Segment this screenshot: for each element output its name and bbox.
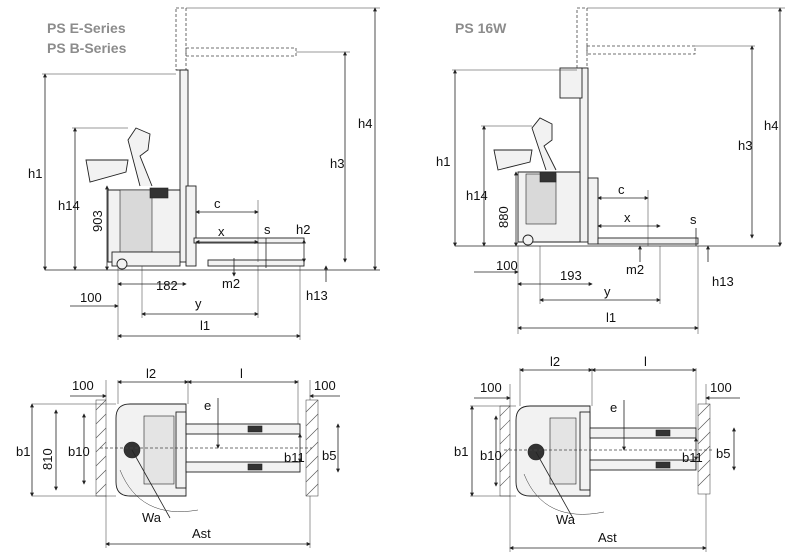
dim-e: e	[204, 398, 211, 413]
dim-l2: l2	[146, 366, 156, 381]
dim-h4-right: h4	[764, 118, 778, 133]
drive-wheel	[116, 258, 128, 270]
forks-raised-right	[586, 45, 696, 55]
dim-100-top-left-b: 100	[314, 378, 336, 393]
tiller-head	[85, 159, 129, 183]
title-ps16w: PS 16W	[455, 20, 507, 36]
dim-b5-right: b5	[716, 446, 730, 461]
dim-h13: h13	[306, 288, 328, 303]
dim-h4: h4	[358, 116, 372, 131]
mast-head-right	[559, 67, 583, 99]
dim-h14-right: h14	[466, 188, 488, 203]
dim-m2-right: m2	[626, 262, 644, 277]
dim-s: s	[264, 222, 271, 237]
tiller-arm	[127, 127, 153, 187]
dim-810: 810	[40, 448, 55, 470]
dim-903: 903	[90, 210, 105, 232]
dim-100-side: 100	[80, 290, 102, 305]
dim-h2: h2	[296, 222, 310, 237]
base-legs	[207, 259, 305, 267]
tiller-arm-right	[531, 117, 557, 171]
dim-ast: Ast	[192, 526, 211, 541]
dim-e-right: e	[610, 400, 617, 415]
dim-880: 880	[496, 206, 511, 228]
dim-b1: b1	[16, 444, 30, 459]
dim-y: y	[195, 296, 202, 311]
dim-wa-right: Wa	[556, 512, 576, 527]
mast-extended-right	[576, 7, 588, 69]
dim-h13-right: h13	[712, 274, 734, 289]
dim-ast-right: Ast	[598, 530, 617, 545]
dim-b10: b10	[68, 444, 90, 459]
fork-top-upper-right	[589, 427, 697, 439]
dim-100-side-right: 100	[496, 258, 518, 273]
carriage-right	[587, 177, 599, 245]
mast-extended	[175, 7, 187, 71]
dim-100-top-right-b: 100	[710, 380, 732, 395]
fork-top-upper	[185, 423, 301, 435]
dim-x: x	[218, 224, 225, 239]
fork-top-lower	[185, 461, 301, 473]
tiller-head-right	[493, 149, 533, 171]
dim-h1: h1	[28, 166, 42, 181]
mast-right	[579, 67, 589, 243]
dim-b11-right: b11	[682, 450, 703, 465]
dim-100-top-left-a: 100	[72, 378, 94, 393]
fork-carriage	[185, 185, 197, 267]
title-e-series: PS E-Series	[47, 20, 126, 36]
side-view-left: h1 h14 903 h3 h4 c x s h2 m2 h13	[28, 7, 380, 340]
dim-h3: h3	[330, 156, 344, 171]
dim-h14: h14	[58, 198, 80, 213]
dim-182: 182	[156, 278, 178, 293]
dim-x-right: x	[624, 210, 631, 225]
top-view-right: Wa 100 l2 l 100 e b1 b10 b11 b5 Ast	[454, 354, 740, 552]
dim-b11: b11	[284, 450, 305, 465]
drive-wheel-right	[522, 234, 534, 246]
dim-l: l	[240, 366, 243, 381]
side-view-right: h1 h14 880 h3 h4 c x s m2 h13 100	[436, 7, 785, 334]
dim-l-right: l	[644, 354, 647, 369]
dim-c: c	[214, 196, 221, 211]
dim-l2-right: l2	[550, 354, 560, 369]
dim-h3-right: h3	[738, 138, 752, 153]
forks-raised	[185, 47, 297, 57]
dim-h1-right: h1	[436, 154, 450, 169]
dim-m2: m2	[222, 276, 240, 291]
dim-193: 193	[560, 268, 582, 283]
dim-b5: b5	[322, 448, 336, 463]
dim-b1-right: b1	[454, 444, 468, 459]
dim-100-top-right-a: 100	[480, 380, 502, 395]
dim-wa: Wa	[142, 510, 162, 525]
dim-l1: l1	[200, 318, 210, 333]
dim-s-right: s	[690, 212, 697, 227]
fork-top-lower-right	[589, 459, 697, 471]
dim-l1-right: l1	[606, 310, 616, 325]
dim-y-right: y	[604, 284, 611, 299]
dim-c-right: c	[618, 182, 625, 197]
title-b-series: PS B-Series	[47, 40, 127, 56]
top-view-left: Wa 100 l2 l 100 e b1 810 b10 b11 b5	[16, 366, 340, 548]
dim-b10-right: b10	[480, 448, 502, 463]
